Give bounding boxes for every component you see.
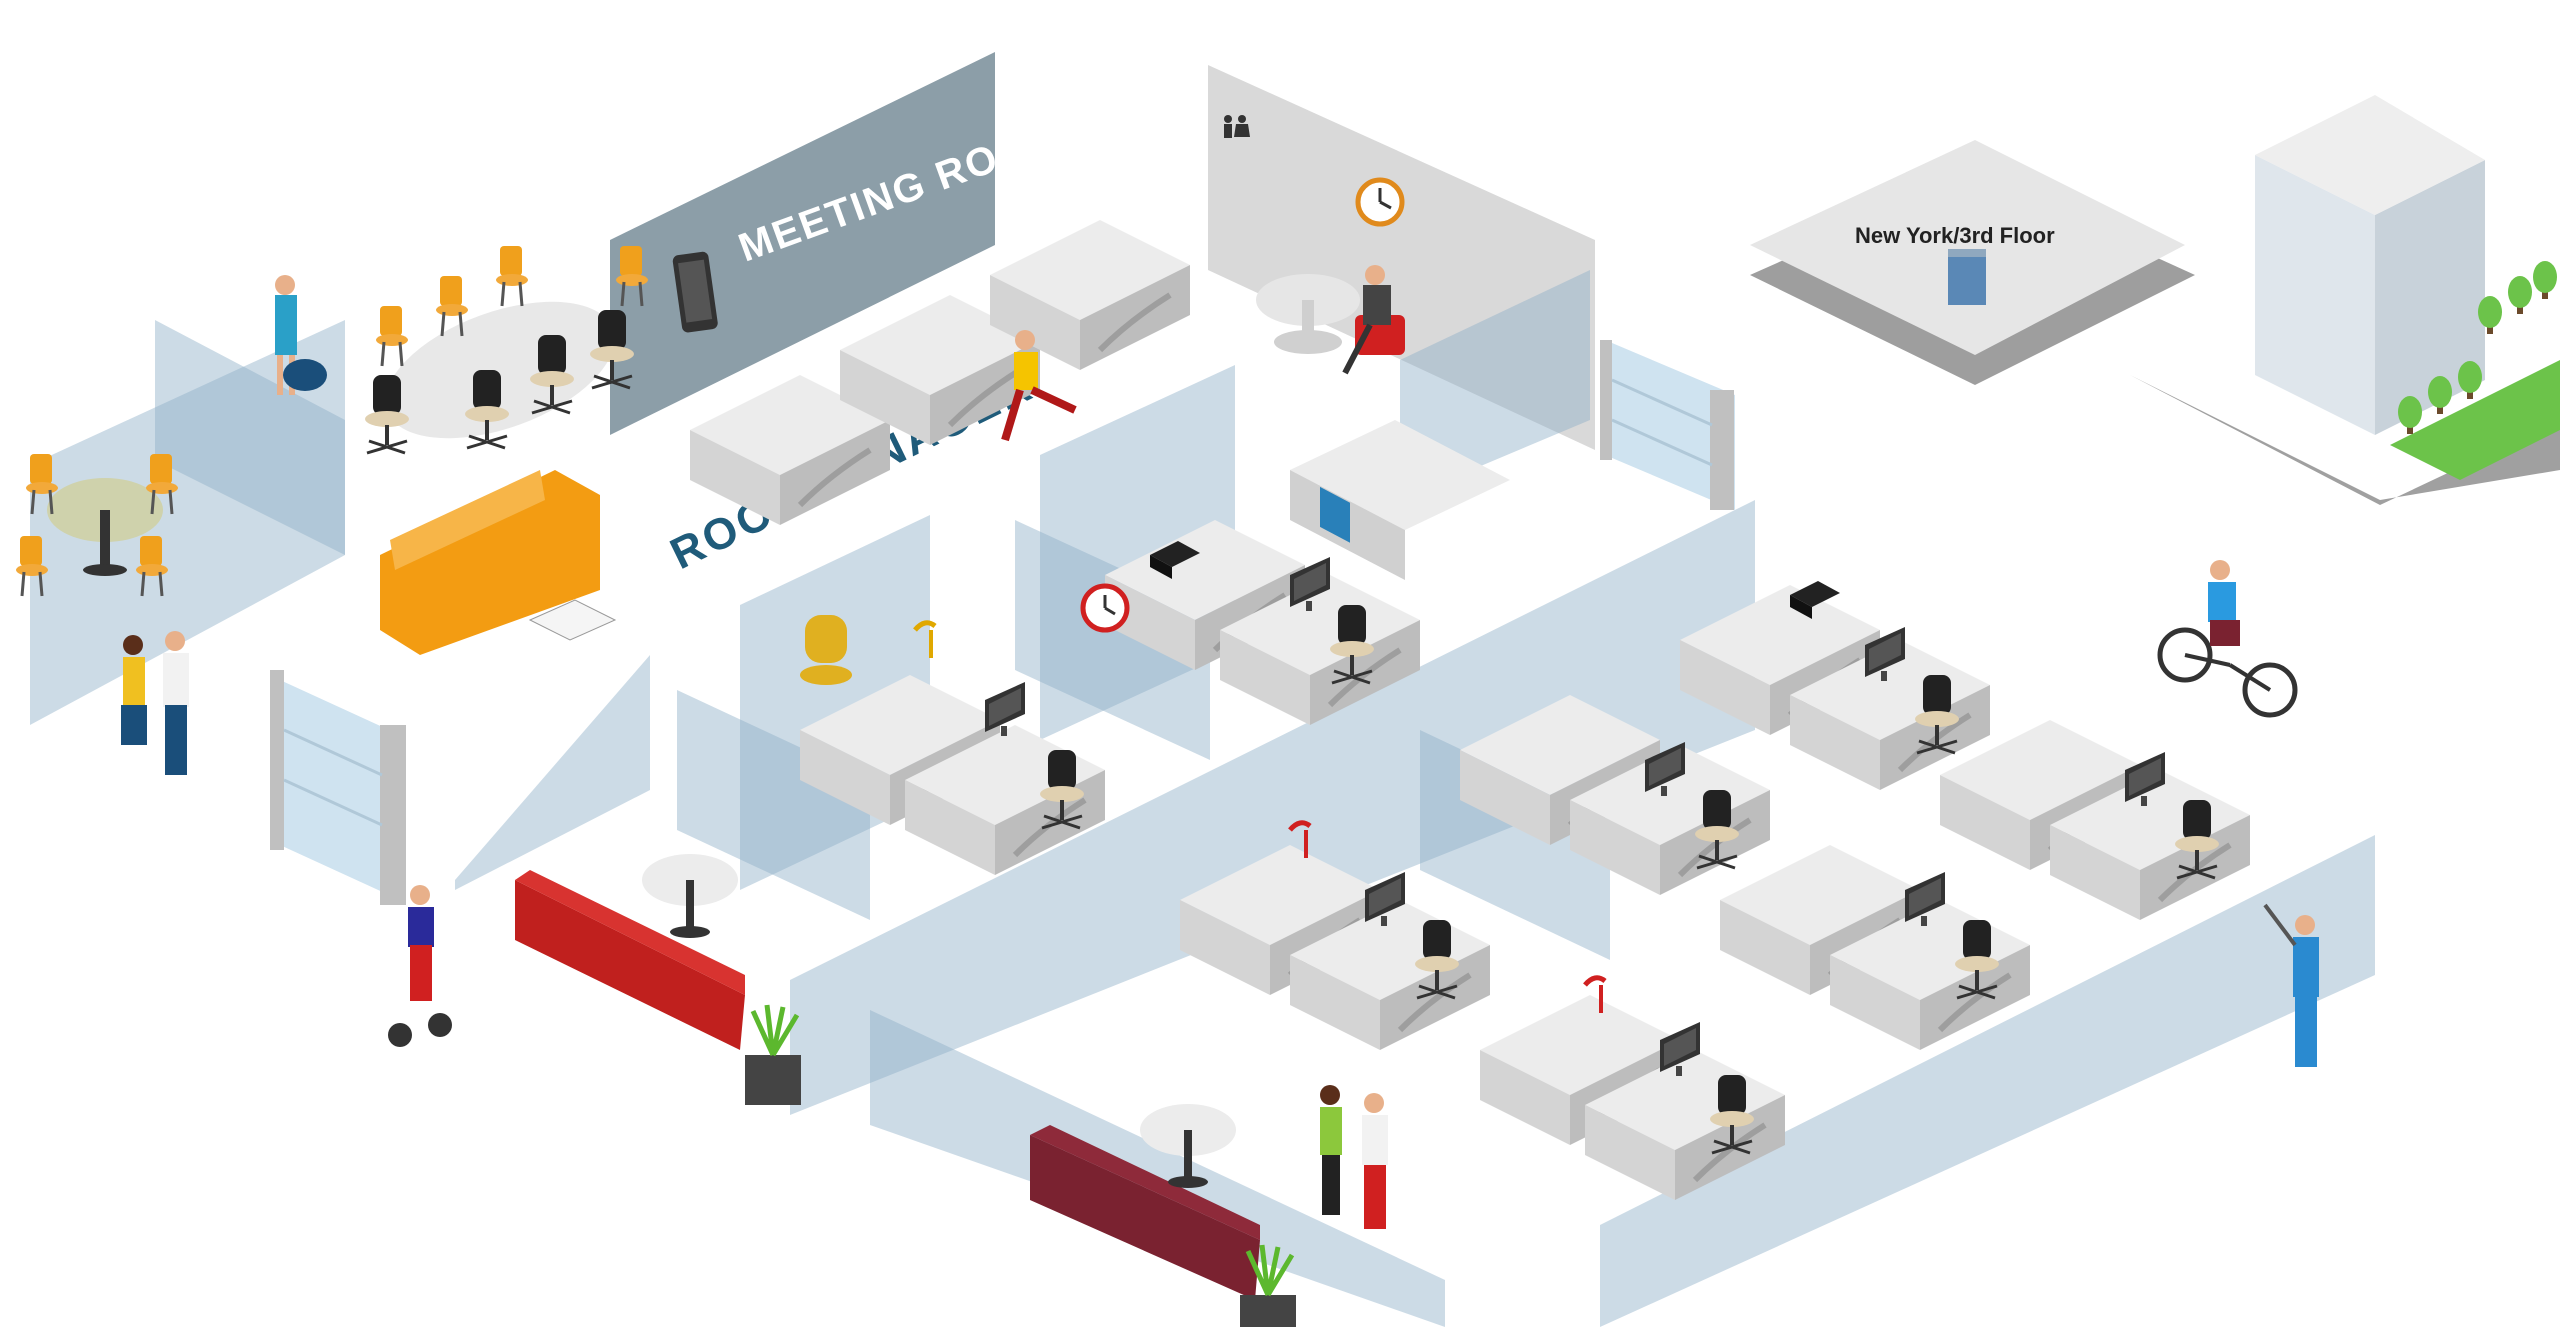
tablet-icon [672,251,718,333]
window-cleaner [2263,903,2319,1067]
desk-lamp-icon [1288,820,1312,858]
person-on-segway [388,885,452,1047]
plant-icon [745,1004,801,1105]
cleaner-with-vacuum [275,275,327,395]
maroon-sofa [1030,1125,1260,1300]
seated-businessman [1342,265,1405,375]
yellow-chair [800,615,852,685]
orange-sofa [380,470,600,655]
red-sofa [515,870,745,1050]
side-table [642,854,738,938]
running-woman [1001,330,1077,442]
desk-lamp-icon [1583,975,1607,1013]
floor-label: New York/3rd Floor [1855,223,2055,248]
bicycle-icon [2157,560,2298,718]
glass-partitions [30,270,2375,1327]
round-table [14,452,180,598]
bookshelf-right [1600,340,1735,510]
coffee-table [528,599,617,641]
office-building [2130,95,2560,505]
plant-icon [1240,1244,1296,1327]
building-icon [1948,249,1986,305]
standing-couple-left [121,631,189,775]
bookshelf-left [270,670,406,905]
lounge-table [1256,274,1360,354]
filing-cabinet [1290,420,1510,580]
restroom-wall [1208,65,1595,450]
restroom-icon [1224,115,1250,138]
printer-icon [1150,541,1200,579]
floor-badge: New York/3rd Floor [1750,140,2195,385]
wall-clock-icon [1355,177,1405,227]
standing-couple-bottom [1320,1085,1388,1229]
desk-lamp-icon [913,620,937,658]
wall-clock-icon [1080,583,1130,633]
printer-icon [1790,581,1840,619]
side-table [1140,1104,1236,1188]
